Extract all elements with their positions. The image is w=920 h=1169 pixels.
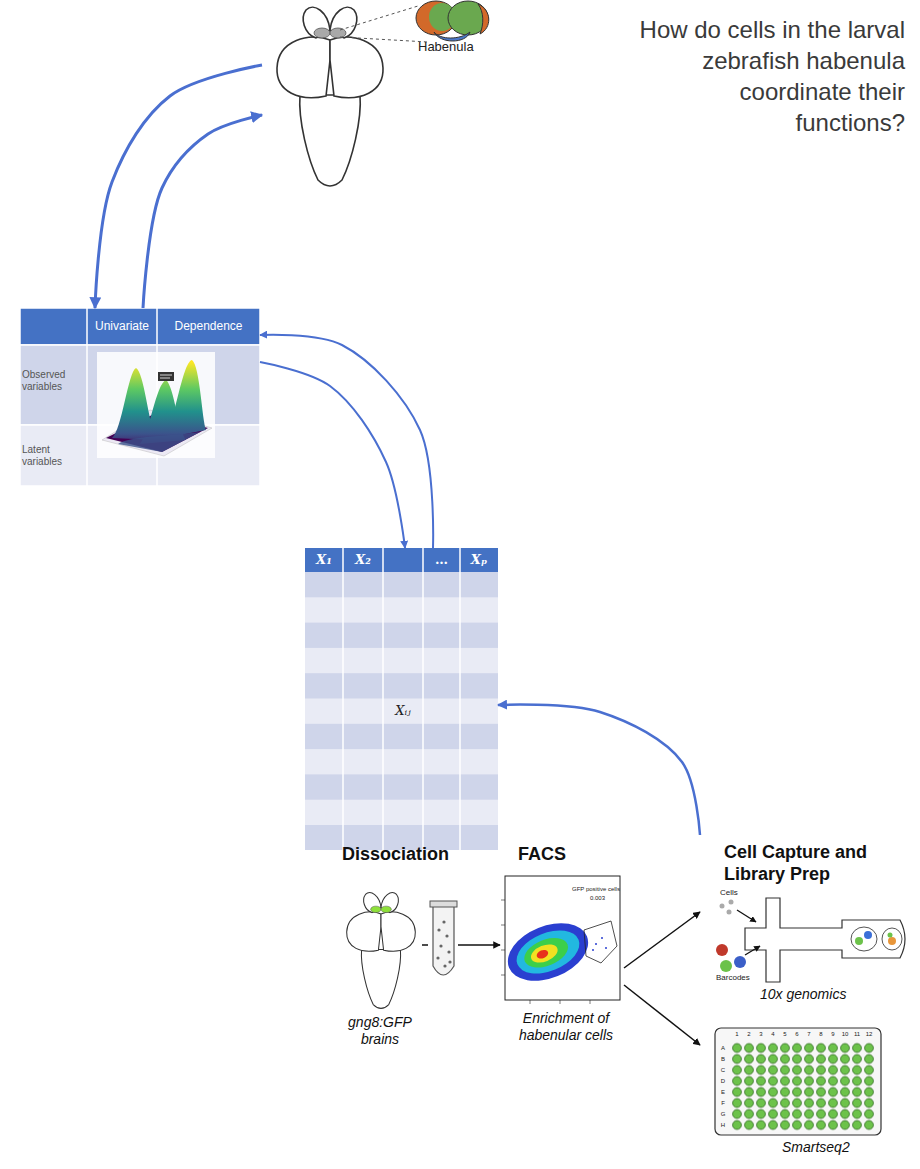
step-title: Cell Capture and Library Prep — [724, 839, 912, 887]
step-title: Dissociation — [342, 841, 482, 867]
data-matrix-grid — [305, 548, 498, 850]
leader-line — [340, 37, 428, 42]
step-title: FACS — [518, 841, 598, 867]
connector-arrow — [260, 362, 405, 548]
microfluidic-chip — [716, 898, 905, 982]
table-row-label: Latent variables — [22, 438, 85, 474]
matrix-header: X₂ — [343, 548, 383, 572]
figure-annotation: Cells — [720, 889, 738, 897]
brain-outline — [347, 893, 416, 1009]
well-index: 9 — [831, 1031, 834, 1037]
well-index: B — [721, 1056, 725, 1062]
connector-arrow — [260, 335, 433, 548]
well-index: F — [721, 1100, 725, 1106]
step-caption: 10x genomics — [760, 985, 870, 1005]
well-index: C — [721, 1067, 725, 1073]
well-index: 6 — [795, 1031, 798, 1037]
well-index: 7 — [807, 1031, 810, 1037]
question-text: How do cells in the larval zebrafish hab… — [635, 8, 905, 144]
well-index: 1 — [735, 1031, 738, 1037]
test-tube — [430, 901, 457, 975]
matrix-header: … — [423, 548, 460, 572]
table-header: Dependence — [157, 308, 260, 345]
question-panel: Habenula How do cells in the larval zebra… — [262, 0, 912, 195]
figure-annotation: 0.003 — [590, 895, 605, 901]
well-plate — [715, 1028, 881, 1135]
leader-line — [340, 6, 418, 30]
surface-plot — [97, 352, 215, 458]
step-arrow — [624, 985, 700, 1045]
step-caption: gng8:GFP brains — [338, 1011, 422, 1051]
table-header: Univariate — [87, 308, 157, 345]
step-arrow — [422, 944, 428, 946]
well-index: E — [721, 1089, 725, 1095]
well-index: 3 — [759, 1031, 762, 1037]
well-index: D — [721, 1078, 725, 1084]
matrix-cell: Xᵢⱼ — [383, 699, 423, 724]
figure-label: Habenula — [418, 38, 488, 56]
model-table: UnivariateDependenceObserved variablesLa… — [20, 308, 260, 486]
model-table-grid — [20, 308, 260, 486]
figure-annotation: GFP positive cells — [572, 886, 620, 892]
well-index: 4 — [771, 1031, 774, 1037]
well-index: 10 — [842, 1031, 849, 1037]
connector-arrow — [143, 115, 262, 308]
well-index: A — [721, 1045, 725, 1051]
matrix-header: Xₚ — [460, 548, 498, 572]
step-arrow — [458, 944, 500, 946]
brain-outline — [277, 7, 383, 186]
connector-arrow — [498, 705, 700, 835]
matrix-header: X₁ — [305, 548, 343, 572]
step-caption: Smartseq2 — [782, 1138, 882, 1158]
data-matrix: X₁X₂ …XₚXᵢⱼ — [305, 548, 498, 850]
well-index: 11 — [854, 1031, 860, 1037]
step-arrow — [624, 912, 700, 968]
habenula-inset — [416, 1, 489, 41]
connector-arrow — [95, 65, 262, 308]
step-caption: Enrichment of habenular cells — [502, 1007, 630, 1047]
pipeline-panel: Dissociation gng8:GFP brains FACS Enrichmen… — [330, 835, 920, 1169]
figure-annotation: Barcodes — [716, 974, 750, 982]
well-index: 12 — [866, 1031, 873, 1037]
well-index: 5 — [783, 1031, 786, 1037]
well-index: H — [721, 1122, 725, 1128]
well-index: 2 — [747, 1031, 750, 1037]
well-index: 8 — [819, 1031, 822, 1037]
table-row-label: Observed variables — [22, 363, 85, 399]
facs-plot — [499, 876, 620, 1004]
well-index: G — [721, 1111, 726, 1117]
